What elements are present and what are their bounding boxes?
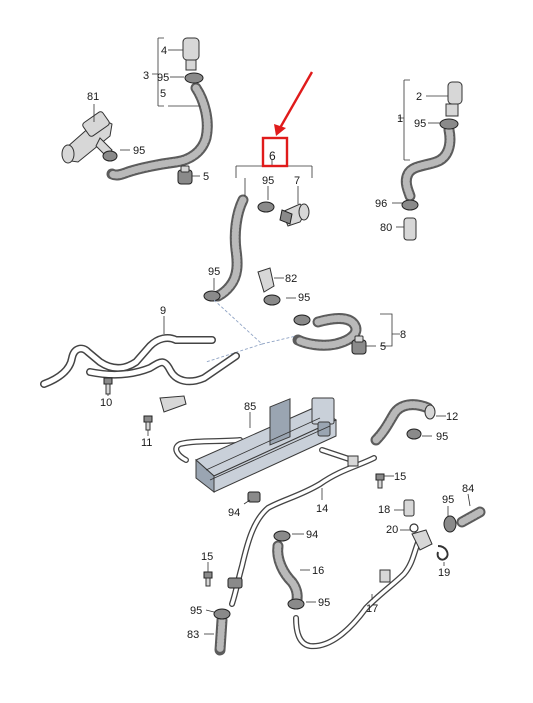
clamp-95 — [213, 608, 231, 620]
clamp-95 — [443, 515, 457, 533]
clamp-96 — [401, 199, 419, 211]
pipe-9 — [40, 334, 240, 413]
connector-81 — [61, 111, 118, 164]
label-95: 95 — [208, 266, 220, 278]
label-18: 18 — [378, 504, 390, 516]
bolt-15 — [203, 571, 213, 587]
label-20: 20 — [386, 524, 398, 536]
label-95: 95 — [190, 605, 202, 617]
label-5: 5 — [160, 88, 166, 100]
hose-assembly-3 — [106, 37, 213, 181]
sensor-18 — [403, 499, 415, 517]
label-12: 12 — [446, 411, 458, 423]
label-6: 6 — [269, 149, 276, 163]
highlight-part-6 — [261, 71, 314, 168]
bolt-10 — [103, 377, 113, 395]
label-95: 95 — [157, 72, 169, 84]
clamp-95 — [287, 598, 305, 610]
label-14: 14 — [316, 503, 328, 515]
label-82: 82 — [285, 273, 297, 285]
seal-20 — [409, 523, 419, 533]
connector-82 — [257, 267, 275, 293]
connector-4 — [182, 37, 200, 61]
clamp-95 — [439, 118, 459, 130]
label-11: 11 — [141, 437, 152, 449]
hose-6 — [212, 194, 275, 302]
clamp-95 — [257, 201, 275, 213]
label-17: 17 — [366, 603, 378, 615]
label-7: 7 — [294, 175, 300, 187]
label-2: 2 — [416, 91, 422, 103]
label-95: 95 — [414, 118, 426, 130]
bolt-11 — [143, 415, 153, 431]
clamp-95 — [406, 428, 422, 440]
label-80: 80 — [380, 222, 392, 234]
hose-84 — [443, 506, 486, 533]
bolt-15 — [375, 473, 385, 489]
label-96: 96 — [375, 198, 387, 210]
connector-80 — [403, 217, 417, 241]
egr-cooler-85 — [173, 397, 337, 494]
bolt-94 — [247, 491, 261, 503]
clip-5 — [177, 165, 193, 185]
label-95: 95 — [133, 145, 145, 157]
label-10: 10 — [100, 397, 112, 409]
clamp-94 — [273, 530, 291, 542]
label-15: 15 — [201, 551, 213, 563]
clip-19 — [436, 545, 449, 561]
clamps-95-center — [203, 290, 311, 326]
label-5: 5 — [380, 341, 386, 353]
label-84: 84 — [462, 483, 474, 495]
clip-5 — [351, 335, 367, 355]
label-5: 5 — [203, 171, 209, 183]
label-8: 8 — [400, 329, 406, 341]
connector-2 — [447, 81, 463, 105]
label-95: 95 — [298, 292, 310, 304]
pipe-14 — [227, 447, 377, 607]
hose-16 — [272, 530, 305, 610]
pipe-17 — [293, 529, 433, 650]
clamp-95 — [102, 150, 118, 162]
label-1: 1 — [397, 113, 403, 125]
label-95: 95 — [436, 431, 448, 443]
label-4: 4 — [161, 45, 167, 57]
label-9: 9 — [160, 305, 166, 317]
hose-12 — [370, 399, 436, 446]
label-16: 16 — [312, 565, 324, 577]
label-15: 15 — [394, 471, 406, 483]
label-95: 95 — [318, 597, 330, 609]
hose-8 — [292, 313, 362, 351]
label-85: 85 — [244, 401, 256, 413]
hose-assembly-1 — [400, 81, 463, 211]
elbow-7 — [279, 203, 310, 227]
hose-83 — [213, 608, 231, 656]
label-81: 81 — [87, 91, 99, 103]
label-94: 94 — [306, 529, 318, 541]
clamp-95 — [184, 72, 204, 84]
label-95: 95 — [442, 494, 454, 506]
label-95: 95 — [262, 175, 274, 187]
label-3: 3 — [143, 70, 149, 82]
label-83: 83 — [187, 629, 199, 641]
label-94: 94 — [228, 507, 240, 519]
label-19: 19 — [438, 567, 450, 579]
